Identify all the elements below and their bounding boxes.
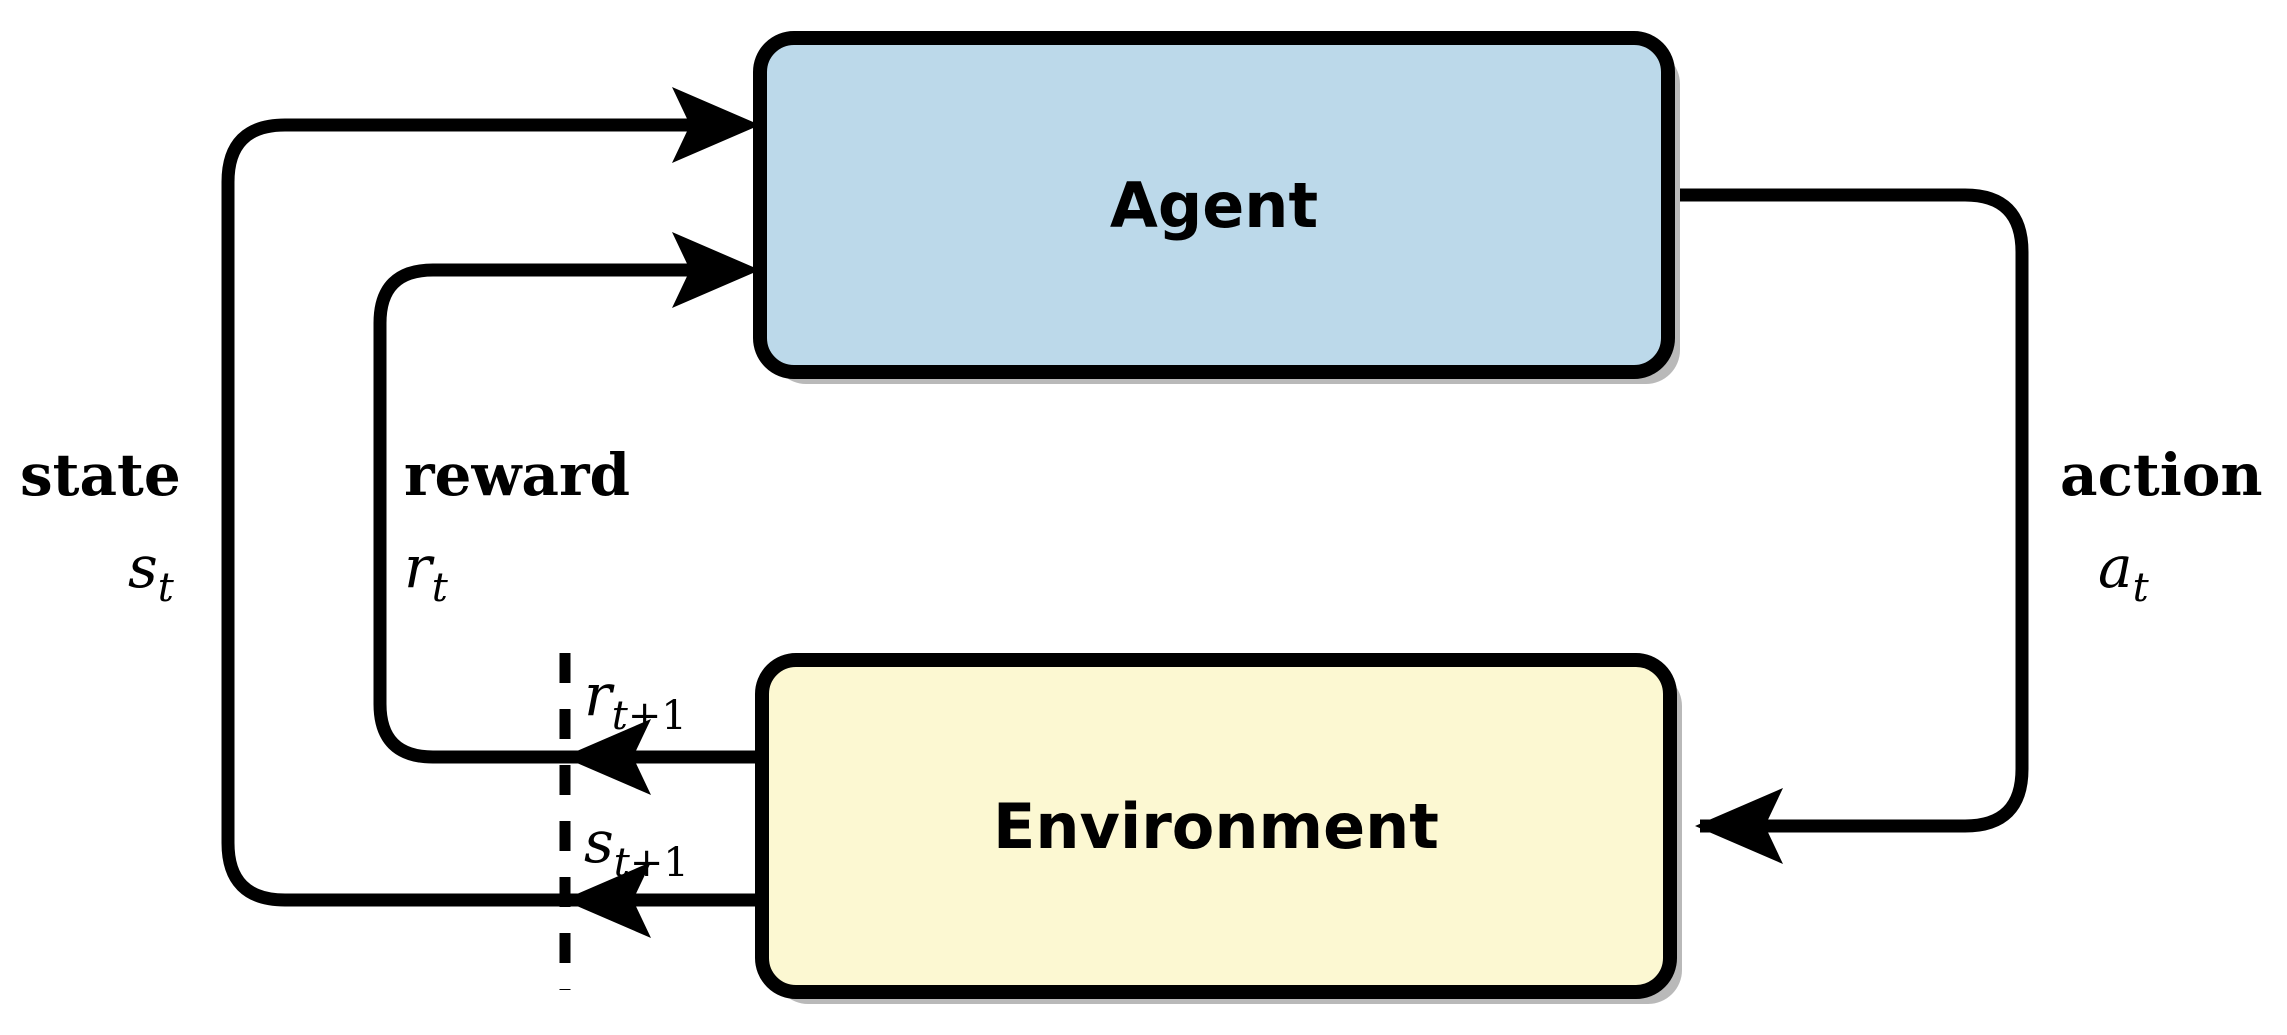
agent-box[interactable] — [753, 31, 1675, 379]
state-word-label: state — [20, 441, 181, 509]
action-symbol-label: at — [2098, 533, 2150, 611]
reward-symbol-sub: t — [432, 565, 449, 611]
reward-symbol-base: r — [404, 533, 435, 601]
reward-symbol-label: rt — [404, 533, 449, 611]
state-next-symbol-label: st+1 — [584, 808, 689, 886]
action-arrowhead — [1695, 788, 1783, 864]
state-next-arrowhead — [563, 862, 651, 938]
state-symbol-sub: t — [158, 565, 175, 611]
reward-next-inc: 1 — [661, 693, 686, 739]
state-symbol-base: s — [128, 533, 158, 601]
environment-label: Environment — [993, 790, 1439, 863]
reward-flow-line — [373, 263, 762, 764]
environment-box[interactable] — [755, 653, 1677, 999]
reward-next-symbol-label: rt+1 — [584, 661, 687, 739]
state-next-sub: t — [614, 840, 631, 886]
reward-next-op: + — [628, 693, 662, 739]
agent-label: Agent — [1110, 169, 1318, 242]
reward-next-sub: t — [612, 693, 629, 739]
action-flow-line — [1680, 188, 2029, 833]
reward-arrowhead — [672, 232, 760, 308]
state-next-base: s — [584, 808, 614, 876]
state-arrowhead — [672, 87, 760, 163]
action-symbol-sub: t — [2133, 565, 2150, 611]
state-flow-line — [221, 118, 762, 907]
reward-next-base: r — [584, 661, 615, 729]
state-next-op: + — [630, 840, 664, 886]
reward-next-arrowhead — [563, 719, 651, 795]
state-symbol-label: st — [128, 533, 175, 611]
reward-word-label: reward — [404, 441, 630, 509]
state-next-inc: 1 — [663, 840, 688, 886]
action-word-label: action — [2060, 441, 2263, 509]
action-symbol-base: a — [2098, 533, 2133, 601]
